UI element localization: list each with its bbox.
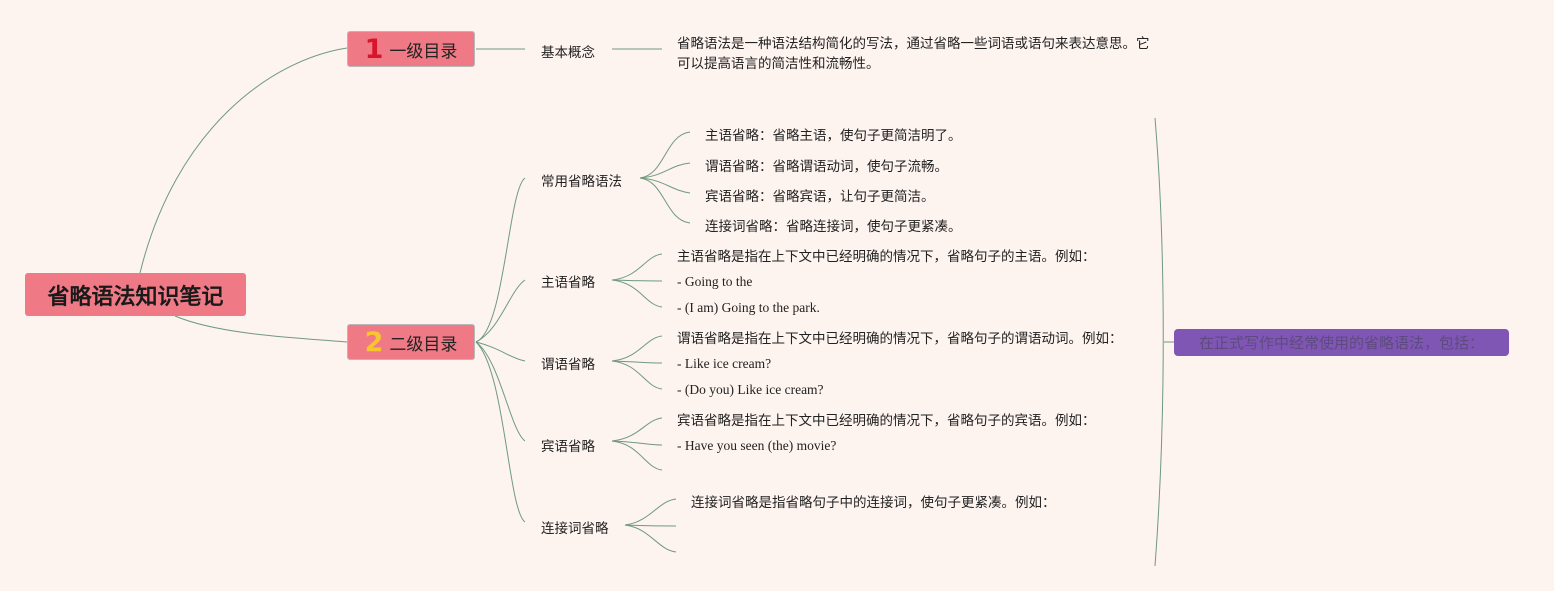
basic-concept-desc-line2: 可以提高语言的简洁性和流畅性。 xyxy=(677,56,880,72)
level2-node[interactable]: 2 二级目录 xyxy=(347,324,475,360)
predicate-example-2: - (Do you) Like ice cream? xyxy=(677,382,824,397)
subject-example-1: - Going to the xyxy=(677,274,753,289)
level1-node[interactable]: 1 一级目录 xyxy=(347,31,475,67)
subject-ellipsis-node[interactable]: 主语省略 xyxy=(541,275,595,291)
basic-concept-desc-line1: 省略语法是一种语法结构简化的写法，通过省略一些词语或语句来表达意思。它 xyxy=(677,36,1150,52)
level2-label: 二级目录 xyxy=(389,334,458,355)
common-item-predicate: 谓语省略：省略谓语动词，使句子流畅。 xyxy=(705,159,948,175)
conjunction-definition: 连接词省略是指省略句子中的连接词，使句子更紧凑。例如： xyxy=(691,495,1056,511)
basic-concept-node[interactable]: 基本概念 xyxy=(541,45,595,61)
level1-label: 一级目录 xyxy=(389,41,458,62)
predicate-definition: 谓语省略是指在上下文中已经明确的情况下，省略句子的谓语动词。例如： xyxy=(677,331,1123,347)
subject-example-2: - (I am) Going to the park. xyxy=(677,300,820,315)
conjunction-ellipsis-node[interactable]: 连接词省略 xyxy=(541,521,609,537)
object-definition: 宾语省略是指在上下文中已经明确的情况下，省略句子的宾语。例如： xyxy=(677,413,1096,429)
number-two-badge: 2 xyxy=(364,326,384,358)
object-example-1: - Have you seen (the) movie? xyxy=(677,438,837,453)
common-item-subject: 主语省略：省略主语，使句子更简洁明了。 xyxy=(705,128,962,144)
summary-note[interactable]: 在正式写作中经常使用的省略语法，包括： xyxy=(1174,329,1509,356)
object-ellipsis-node[interactable]: 宾语省略 xyxy=(541,439,595,455)
common-item-object: 宾语省略：省略宾语，让句子更简洁。 xyxy=(705,189,935,205)
common-ellipsis-node[interactable]: 常用省略语法 xyxy=(541,174,622,190)
root-node[interactable]: 省略语法知识笔记 xyxy=(25,273,246,316)
summary-note-text: 在正式写作中经常使用的省略语法，包括： xyxy=(1198,334,1484,352)
common-item-conjunction: 连接词省略：省略连接词，使句子更紧凑。 xyxy=(705,219,962,235)
root-title: 省略语法知识笔记 xyxy=(47,284,224,310)
predicate-example-1: - Like ice cream? xyxy=(677,356,772,371)
predicate-ellipsis-node[interactable]: 谓语省略 xyxy=(541,357,595,373)
number-one-badge: 1 xyxy=(364,33,384,65)
subject-definition: 主语省略是指在上下文中已经明确的情况下，省略句子的主语。例如： xyxy=(677,249,1096,265)
